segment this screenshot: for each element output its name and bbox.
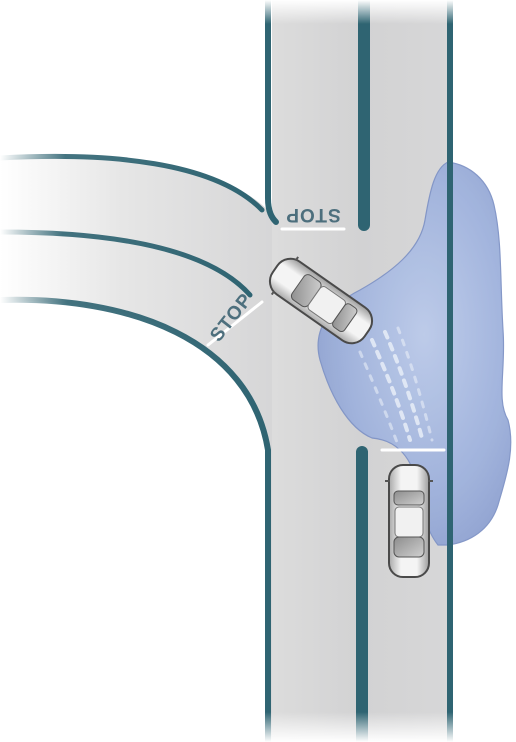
fade-bottom: [0, 712, 516, 742]
car-oncoming-icon: [385, 465, 433, 577]
stop-marking-main: STOP: [285, 204, 340, 225]
fade-top: [0, 0, 516, 24]
